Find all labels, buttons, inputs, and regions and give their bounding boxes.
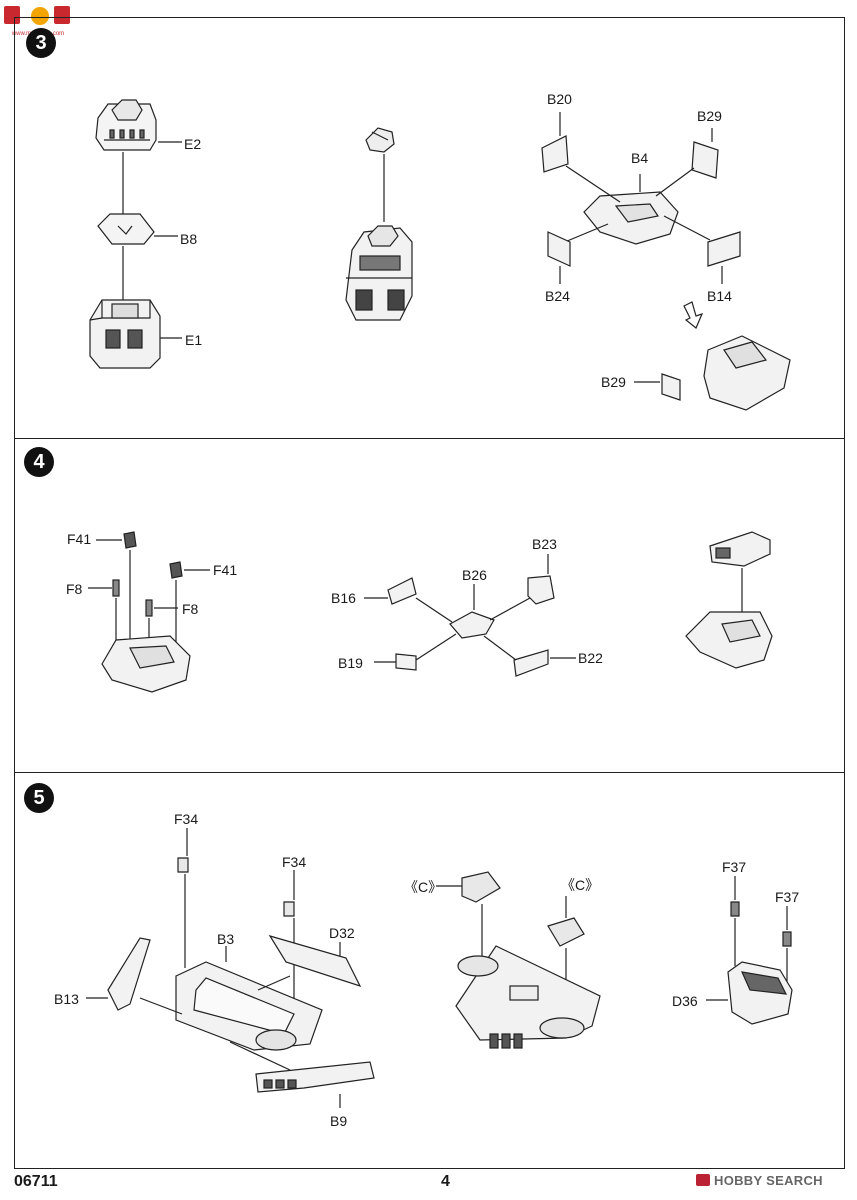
part-b29-drawing xyxy=(691,128,719,179)
part-e2-drawing xyxy=(95,99,157,151)
watermark-text: HOBBY SEARCH xyxy=(714,1173,823,1188)
label-b29-bottom: B29 xyxy=(601,374,626,390)
label-b16: B16 xyxy=(331,590,356,606)
label-b9: B9 xyxy=(330,1113,348,1129)
product-code: 06711 xyxy=(14,1173,58,1190)
label-b8: B8 xyxy=(180,231,198,247)
part-b13-drawing xyxy=(86,937,151,1011)
hobby-search-logo-icon xyxy=(696,1174,710,1186)
part-b8-drawing xyxy=(97,213,155,245)
label-f8-right: F8 xyxy=(182,601,199,617)
label-f34-right: F34 xyxy=(282,854,307,870)
label-f41-right: F41 xyxy=(213,562,238,578)
label-f34-left: F34 xyxy=(174,811,199,827)
tower-part-drawing xyxy=(345,127,413,321)
part-f34-left-drawing xyxy=(177,828,189,968)
label-b19: B19 xyxy=(338,655,363,671)
hobby-search-watermark: HOBBY SEARCH xyxy=(696,1173,823,1188)
part-b16-drawing xyxy=(364,577,417,605)
label-b3: B3 xyxy=(217,931,235,947)
step-divider-3-4 xyxy=(14,438,845,439)
label-b4: B4 xyxy=(631,150,649,166)
label-f8-left: F8 xyxy=(66,581,83,597)
part-b26-drawing xyxy=(449,584,495,639)
label-b14: B14 xyxy=(707,288,732,304)
label-b13: B13 xyxy=(54,991,79,1007)
step-5-badge: 5 xyxy=(24,783,54,813)
part-b23-drawing xyxy=(527,554,555,605)
part-f8-left-drawing xyxy=(88,579,120,652)
part-b20-drawing xyxy=(541,112,569,173)
label-f41-left: F41 xyxy=(67,531,92,547)
part-f41-right-drawing xyxy=(169,561,210,650)
part-f37-top-drawing xyxy=(730,876,740,966)
label-b29-top: B29 xyxy=(697,108,722,124)
instruction-frame xyxy=(14,17,845,1169)
step4-base-drawing xyxy=(101,635,191,693)
label-d32: D32 xyxy=(329,925,355,941)
part-d32-drawing xyxy=(268,934,362,988)
step-4-badge: 4 xyxy=(24,447,54,477)
part-b4-drawing xyxy=(583,174,679,245)
label-c-right: 《C》 xyxy=(561,877,600,893)
part-b24-drawing xyxy=(547,231,571,284)
part-b9-drawing xyxy=(255,1061,375,1108)
label-e1: E1 xyxy=(185,332,203,348)
label-f37-right: F37 xyxy=(775,889,800,905)
part-f41-left-drawing xyxy=(96,531,137,640)
label-b23: B23 xyxy=(532,536,557,552)
page-number: 4 xyxy=(441,1173,450,1190)
part-b22-drawing xyxy=(513,649,576,677)
step-3-badge: 3 xyxy=(26,28,56,58)
step5-center-base-drawing xyxy=(455,945,601,1049)
label-b22: B22 xyxy=(578,650,603,666)
label-b24: B24 xyxy=(545,288,570,304)
label-c-left: 《C》 xyxy=(404,879,443,895)
part-b3-drawing xyxy=(175,946,323,1051)
step-divider-4-5 xyxy=(14,772,845,773)
step4-assembly-drawing xyxy=(685,531,773,669)
label-d36: D36 xyxy=(672,993,698,1009)
part-e1-drawing xyxy=(89,299,161,369)
label-b20: B20 xyxy=(547,91,572,107)
label-b26: B26 xyxy=(462,567,487,583)
b4-assembled-drawing xyxy=(661,335,791,411)
part-b19-drawing xyxy=(374,653,417,671)
label-f37-top: F37 xyxy=(722,859,747,875)
part-d36-drawing xyxy=(706,961,793,1025)
label-e2: E2 xyxy=(184,136,202,152)
part-b14-drawing xyxy=(707,231,741,284)
hollow-arrow-icon xyxy=(683,301,704,329)
